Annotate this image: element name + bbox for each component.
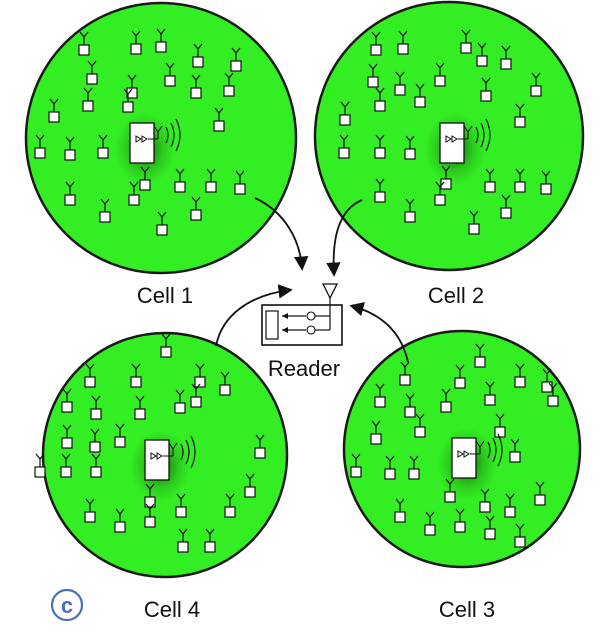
panel-letter: c [61,593,73,618]
arrow-cell2-to-reader [326,199,363,277]
cell-4 [34,331,289,579]
cell-3 [342,329,582,569]
cell-node-icon [439,118,491,164]
cell-label-4: Cell 4 [144,597,200,622]
cell-node-icon [129,118,181,164]
arrow-cell3-to-reader [349,302,409,363]
cell-label-3: Cell 3 [439,597,495,622]
reader-antenna-icon [321,283,339,300]
reader-device [261,283,343,346]
connection-arrows [215,197,409,363]
cell-2 [313,0,585,272]
cell-node-icon [451,433,503,479]
reader-label: Reader [268,356,340,381]
arrow-cell1-to-reader [254,197,309,271]
cells-layer [24,0,585,579]
cell-node-icon [144,435,196,481]
panel-letter-badge: c [50,588,84,622]
cell-1 [24,1,298,275]
cell-label-2: Cell 2 [428,283,484,308]
arrow-cell4-to-reader [215,284,293,347]
cell-label-1: Cell 1 [137,283,193,308]
